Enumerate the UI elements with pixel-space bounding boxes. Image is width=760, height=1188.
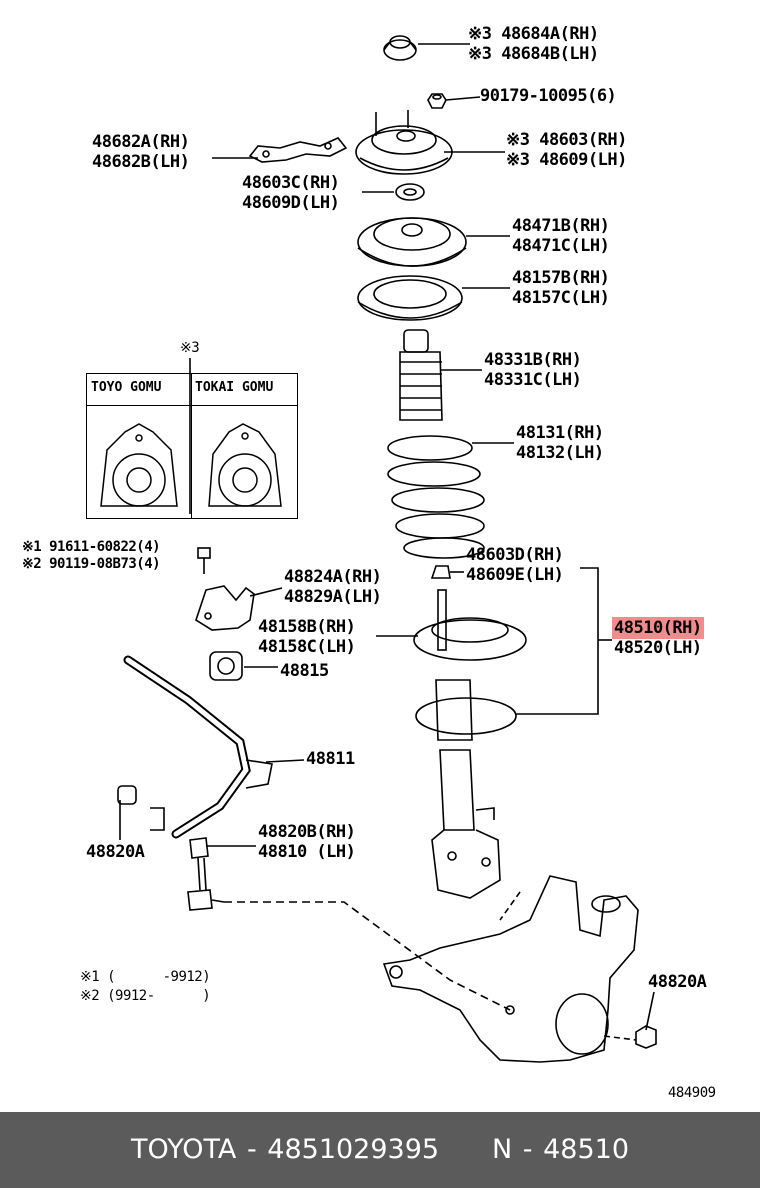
rubber-maker-inset: TOYO GOMU TOKAI GOMU bbox=[86, 373, 298, 519]
label-48132[interactable]: 48132(LH) bbox=[516, 443, 604, 463]
footer-brand: TOYOTA bbox=[130, 1134, 237, 1165]
label-48603d[interactable]: 48603D(RH) bbox=[466, 545, 564, 565]
label-48158c[interactable]: 48158C(LH) bbox=[258, 637, 356, 657]
label-90119[interactable]: ※2 90119-08B73(4) bbox=[22, 556, 161, 572]
label-48829a[interactable]: 48829A(LH) bbox=[284, 587, 382, 607]
label-48158b[interactable]: 48158B(RH) bbox=[258, 617, 356, 637]
diagram-drawing bbox=[117, 35, 657, 1063]
parts-diagram: ※3 48684A(RH) ※3 48684B(LH) 90179-10095(… bbox=[22, 24, 716, 1101]
footer-part-number: 4851029395 bbox=[267, 1134, 440, 1165]
footer-gap bbox=[439, 1134, 492, 1165]
nut-90179 bbox=[427, 93, 447, 109]
label-48684a[interactable]: ※3 48684A(RH) bbox=[468, 24, 599, 44]
label-48609[interactable]: ※3 48609(LH) bbox=[506, 150, 627, 170]
diagram-code: 484909 bbox=[668, 1085, 716, 1101]
inset-toyo-hole bbox=[126, 467, 152, 493]
label-48510-highlighted[interactable]: 48510(RH) bbox=[612, 617, 704, 639]
label-90179[interactable]: 90179-10095(6) bbox=[480, 86, 617, 106]
inset-divider bbox=[191, 374, 192, 518]
label-48820a-left[interactable]: 48820A bbox=[86, 842, 145, 862]
steering-knuckle bbox=[382, 875, 639, 1063]
nut-48820a-right bbox=[635, 1025, 657, 1049]
washer-48603c bbox=[395, 183, 425, 201]
label-48157c[interactable]: 48157C(LH) bbox=[512, 288, 610, 308]
label-inset-mark: ※3 bbox=[180, 340, 200, 356]
label-48820a-right[interactable]: 48820A bbox=[648, 972, 707, 992]
leader-48510-bracket bbox=[516, 567, 599, 715]
label-48331b[interactable]: 48331B(RH) bbox=[484, 350, 582, 370]
inset-tokai-hole bbox=[232, 467, 258, 493]
label-48820b[interactable]: 48820B(RH) bbox=[258, 822, 356, 842]
inset-header-toyo: TOYO GOMU bbox=[91, 380, 162, 395]
inset-tokai-ring bbox=[218, 453, 272, 507]
leader-48820a-right bbox=[645, 991, 655, 1031]
stabilizer-bracket bbox=[195, 585, 255, 631]
inset-toyo-mount bbox=[100, 423, 178, 507]
label-48520[interactable]: 48520(LH) bbox=[614, 638, 702, 658]
note-2: ※2 (9912- ) bbox=[80, 988, 211, 1004]
footer-ref-code: 48510 bbox=[543, 1134, 630, 1165]
stabilizer-link bbox=[187, 837, 225, 911]
stabilizer-bushing bbox=[209, 651, 243, 681]
label-48810[interactable]: 48810 (LH) bbox=[258, 842, 356, 862]
label-48131[interactable]: 48131(RH) bbox=[516, 423, 604, 443]
label-48682a[interactable]: 48682A(RH) bbox=[92, 132, 190, 152]
label-48603[interactable]: ※3 48603(RH) bbox=[506, 130, 627, 150]
bolt-91611 bbox=[197, 547, 211, 574]
leader-dashed-knuckle bbox=[499, 891, 521, 921]
coil-spring bbox=[387, 435, 485, 559]
leader-48824 bbox=[249, 587, 283, 597]
label-48471c[interactable]: 48471C(LH) bbox=[512, 236, 610, 256]
footer-title: TOYOTA - 4851029395 N - 48510 bbox=[0, 1134, 760, 1165]
upper-spring-seat bbox=[357, 217, 467, 267]
upper-support-mount bbox=[355, 110, 453, 175]
leader-48811 bbox=[265, 759, 305, 763]
stabilizer-bar bbox=[123, 655, 273, 839]
leader-dashed-link bbox=[224, 901, 511, 1011]
inset-toyo-bolt bbox=[135, 434, 143, 442]
leader-dashed-nut bbox=[603, 1035, 637, 1041]
bushing-48603d bbox=[430, 565, 451, 579]
label-91611[interactable]: ※1 91611-60822(4) bbox=[22, 539, 161, 555]
bump-stopper bbox=[399, 329, 443, 421]
label-48811[interactable]: 48811 bbox=[306, 749, 355, 769]
label-48815[interactable]: 48815 bbox=[280, 661, 329, 681]
label-48471b[interactable]: 48471B(RH) bbox=[512, 216, 610, 236]
label-48603c[interactable]: 48603C(RH) bbox=[242, 173, 340, 193]
label-48609e[interactable]: 48609E(LH) bbox=[466, 565, 564, 585]
leader-90179 bbox=[445, 96, 481, 101]
note-1: ※1 ( -9912) bbox=[80, 969, 211, 985]
upper-cap bbox=[383, 35, 417, 61]
inset-header-tokai: TOKAI GOMU bbox=[195, 380, 274, 395]
footer-bar: TOYOTA - 4851029395 N - 48510 bbox=[0, 1112, 760, 1188]
label-48609d[interactable]: 48609D(LH) bbox=[242, 193, 340, 213]
label-48824a[interactable]: 48824A(RH) bbox=[284, 567, 382, 587]
bushing-48820a-left bbox=[117, 785, 137, 805]
inset-tokai-bolt bbox=[241, 432, 249, 440]
shock-absorber bbox=[413, 589, 527, 899]
label-48331c[interactable]: 48331C(LH) bbox=[484, 370, 582, 390]
footer-sep-1: - bbox=[236, 1134, 268, 1165]
bracket-48682 bbox=[248, 137, 348, 163]
footer-ref-prefix: N bbox=[492, 1134, 513, 1165]
inset-tokai-mount bbox=[208, 423, 282, 507]
footer-sep-2: - bbox=[512, 1134, 544, 1165]
inset-header bbox=[87, 374, 297, 406]
label-48684b[interactable]: ※3 48684B(LH) bbox=[468, 44, 599, 64]
label-48682b[interactable]: 48682B(LH) bbox=[92, 152, 190, 172]
upper-insulator bbox=[357, 275, 463, 321]
inset-toyo-ring bbox=[112, 453, 166, 507]
inset-drawings bbox=[100, 423, 282, 507]
label-48157b[interactable]: 48157B(RH) bbox=[512, 268, 610, 288]
